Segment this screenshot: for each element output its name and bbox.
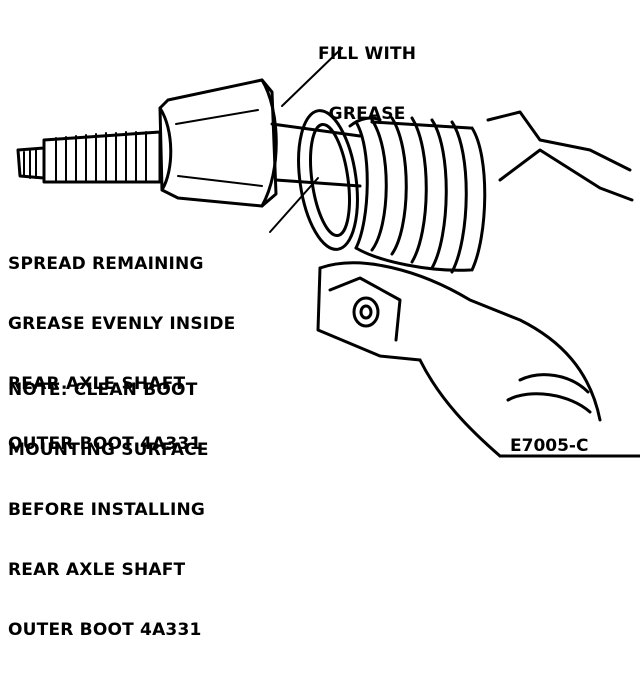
cleaning-note: NOTE: CLEAN BOOT MOUNTING SURFACE BEFORE… xyxy=(8,340,209,680)
figure-id: E7005-C xyxy=(510,436,589,456)
note-line-3: BEFORE INSTALLING xyxy=(8,500,206,520)
boot-clamp-ring xyxy=(297,109,359,251)
cv-joint-housing xyxy=(158,78,278,208)
spread-line-4: OUTER BOOT 4A331 xyxy=(8,434,202,454)
axle-boot-illustration xyxy=(16,47,640,458)
note-line-5: OUTER BOOT 4A331 xyxy=(8,620,202,640)
differential-housing xyxy=(316,110,640,458)
splined-shaft-end xyxy=(16,130,162,184)
note-line-2: MOUNTING SURFACE xyxy=(8,440,209,460)
spread-line-3: REAR AXLE SHAFT xyxy=(8,374,186,394)
spread-grease-callout: SPREAD REMAINING GREASE EVENLY INSIDE RE… xyxy=(8,214,235,494)
note-line-1: NOTE: CLEAN BOOT xyxy=(8,380,198,400)
spread-line-1: SPREAD REMAINING xyxy=(8,254,204,274)
fill-line-1: FILL WITH xyxy=(318,44,417,64)
leader-lines xyxy=(269,47,343,233)
diagram: FILL WITH GREASE SPREAD REMAINING GREASE… xyxy=(8,4,640,640)
note-line-4: REAR AXLE SHAFT xyxy=(8,560,186,580)
fill-line-2: GREASE xyxy=(328,104,406,124)
fill-grease-callout: FILL WITH GREASE xyxy=(318,4,416,164)
outer-boot xyxy=(348,116,487,274)
spread-line-2: GREASE EVENLY INSIDE xyxy=(8,314,236,334)
